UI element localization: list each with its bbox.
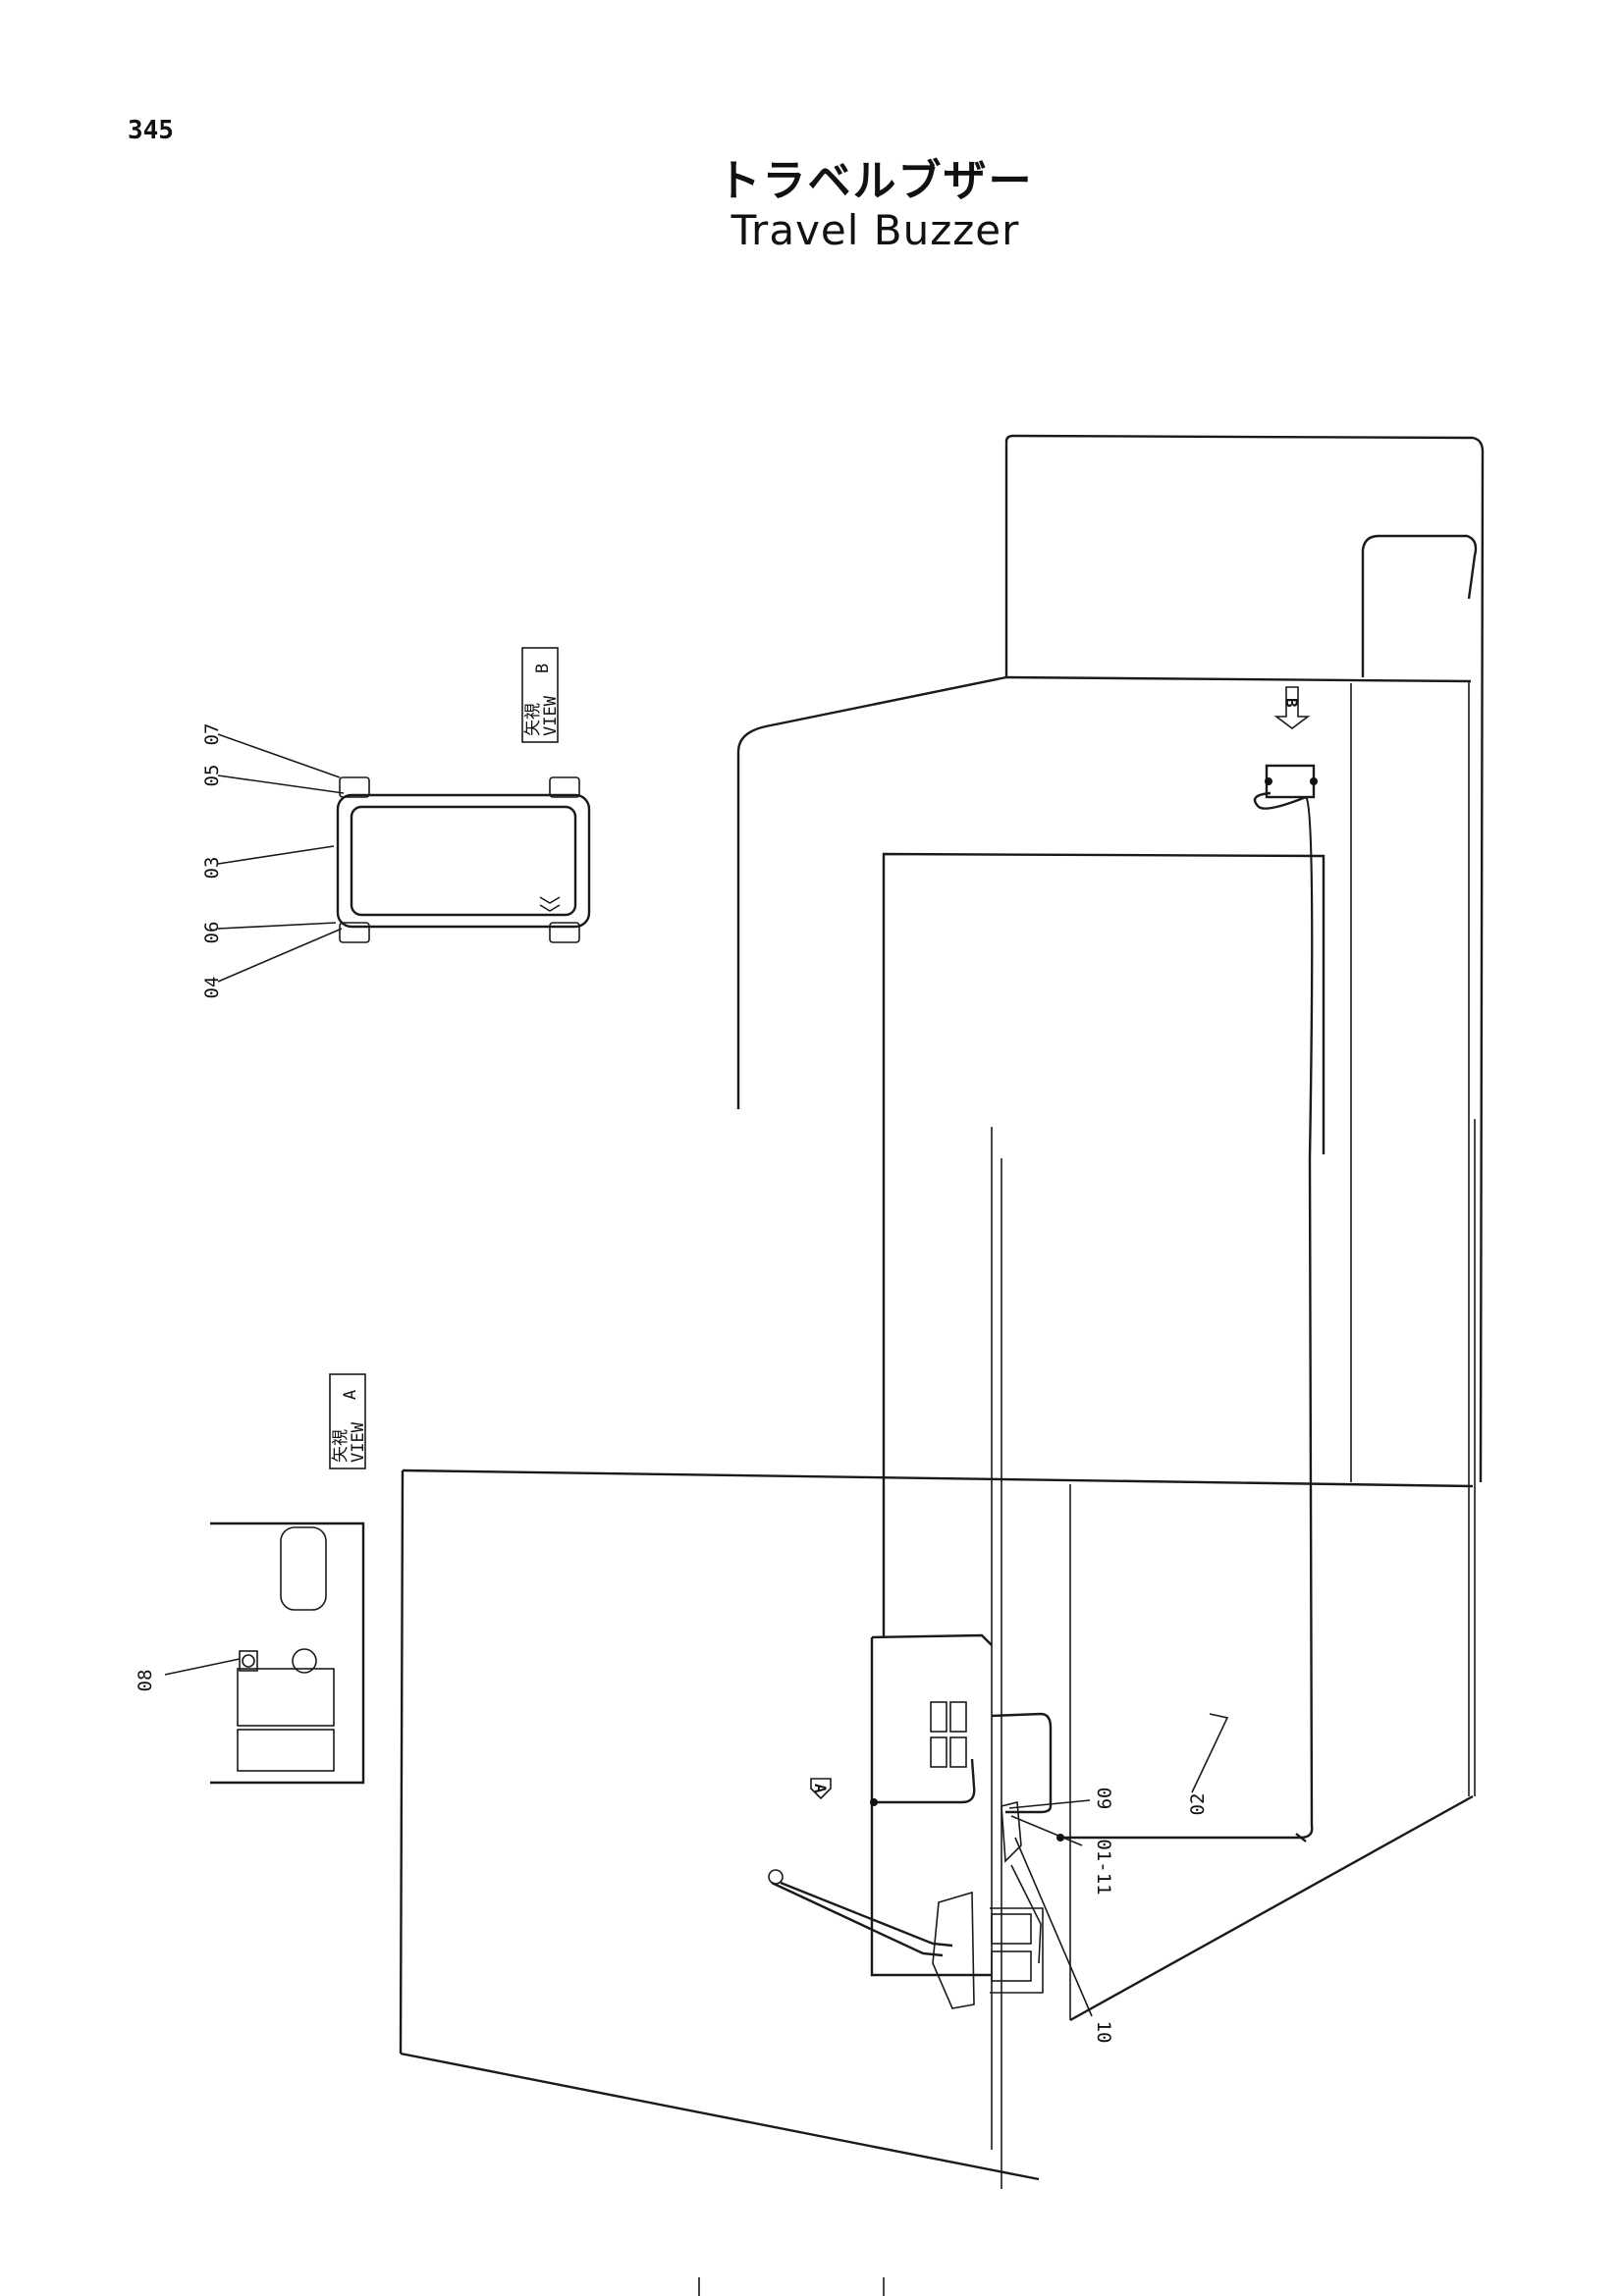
arrow-marker-a: A xyxy=(811,1784,830,1793)
page-title-japanese: トラベルブザー xyxy=(717,156,1034,206)
callout-08: 08 xyxy=(135,1670,156,1692)
view-b-jp: 矢視 xyxy=(523,703,543,736)
callout-01-11: 01-11 xyxy=(1093,1839,1114,1895)
scan-edge-marks xyxy=(698,2277,885,2296)
view-b-letter: B xyxy=(533,664,553,673)
callout-04: 04 xyxy=(201,977,223,999)
arrow-marker-b: B xyxy=(1282,698,1301,708)
view-arrow-markers: B A xyxy=(810,686,1311,1800)
view-a-jp: 矢視 xyxy=(331,1429,351,1463)
callouts: 07 05 03 06 04 08 02 09 01-11 10 xyxy=(135,723,1209,2044)
view-a-detail xyxy=(210,1522,365,1785)
leader-lines xyxy=(164,733,1229,2017)
view-b-detail xyxy=(336,776,591,943)
view-a-label: 矢視 VIEW A xyxy=(329,1373,368,1469)
view-a-word: VIEW xyxy=(349,1421,368,1463)
page-title-english: Travel Buzzer xyxy=(730,206,1020,254)
view-b-word: VIEW xyxy=(541,695,561,736)
callout-03: 03 xyxy=(201,857,223,880)
callout-02: 02 xyxy=(1187,1793,1209,1816)
console-box xyxy=(870,1633,1064,1994)
callout-10: 10 xyxy=(1093,2021,1114,2044)
page-number: 345 xyxy=(128,116,174,145)
view-a-letter: A xyxy=(341,1390,360,1400)
view-b-label: 矢視 VIEW B xyxy=(521,647,561,743)
cab-outline xyxy=(736,434,1485,1796)
callout-07: 07 xyxy=(201,723,223,746)
callout-06: 06 xyxy=(201,922,223,944)
callout-09: 09 xyxy=(1093,1788,1114,1810)
callout-05: 05 xyxy=(201,765,223,787)
travel-lever xyxy=(768,1869,975,2009)
wire-harness xyxy=(882,764,1325,1842)
